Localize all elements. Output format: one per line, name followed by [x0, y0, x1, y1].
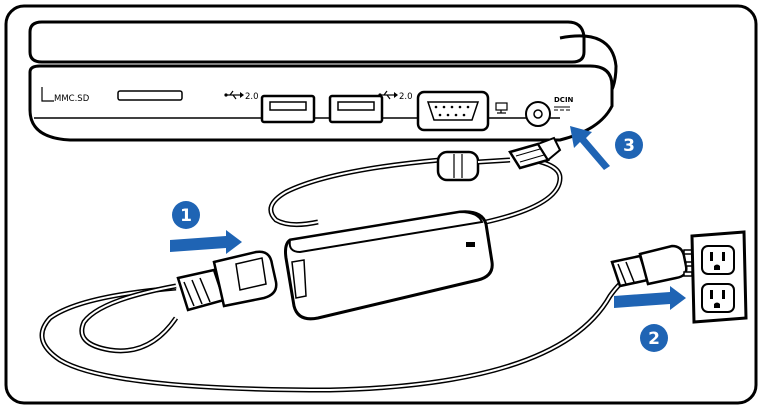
dc-plug	[508, 136, 562, 170]
ferrite-bead	[436, 150, 480, 182]
laptop-lid	[28, 20, 586, 64]
dc-polarity-icon	[554, 106, 570, 111]
step-2-number: 2	[648, 329, 660, 349]
card-reader-slot: MMC.SD	[41, 87, 183, 104]
step-3-badge: 3	[615, 131, 643, 159]
usb-left-version: 2.0	[245, 92, 259, 102]
power-adapter	[284, 210, 494, 321]
ac-cord	[39, 244, 701, 393]
usb-icon	[224, 90, 244, 100]
adapter-led	[466, 242, 475, 247]
ac-connector	[176, 250, 278, 312]
vga-port	[416, 90, 508, 132]
dc-cable	[268, 136, 563, 228]
laptop: MMC.SD 2.0	[28, 20, 618, 142]
usb-right-version: 2.0	[399, 92, 413, 102]
usb-icon	[378, 90, 398, 100]
wall-outlet	[690, 230, 748, 324]
card-reader-icon	[41, 87, 54, 102]
step-3-arrow	[570, 126, 610, 170]
step-2-arrow	[614, 286, 686, 310]
usb-port-right: 2.0	[328, 90, 413, 124]
dc-in-label: DCIN	[554, 96, 574, 104]
step-2-badge: 2	[640, 324, 668, 352]
step-1-number: 1	[180, 206, 192, 226]
step-3-number: 3	[623, 136, 635, 156]
monitor-icon	[495, 102, 508, 114]
step-1-badge: 1	[172, 201, 200, 229]
wall-plug	[610, 244, 701, 288]
usb-port-left: 2.0	[224, 90, 316, 124]
step-1-arrow	[170, 230, 242, 254]
card-reader-opening	[117, 90, 183, 101]
laptop-base	[28, 64, 614, 142]
dc-in-port: DCIN	[525, 96, 574, 127]
card-reader-label: MMC.SD	[54, 94, 90, 104]
